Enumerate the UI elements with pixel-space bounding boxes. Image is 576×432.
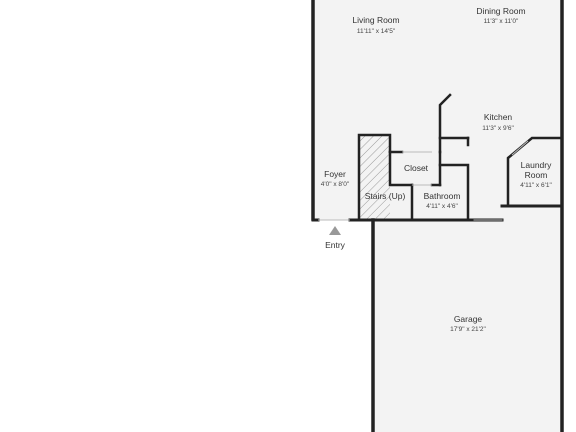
labels: Living Room 11'11" x 14'5" Dining Room 1… xyxy=(321,6,553,333)
doors xyxy=(318,140,529,221)
floor-areas xyxy=(313,0,562,432)
triangle-up-icon xyxy=(329,226,341,235)
kitchen-name: Kitchen xyxy=(484,112,513,122)
living-room-dims: 11'11" x 14'5" xyxy=(357,28,396,35)
laundry-room-name-line1: Laundry xyxy=(521,160,552,170)
garage-floor xyxy=(373,220,562,432)
wall-kitchen-partition xyxy=(438,93,452,154)
garage-dims: 17'9" x 21'2" xyxy=(450,326,486,333)
wall-bath-right xyxy=(438,163,470,221)
wall-stairs xyxy=(357,133,392,221)
laundry-room-name-line2: Room xyxy=(525,170,548,180)
bathroom-dims: 4'11" x 4'6" xyxy=(426,203,458,210)
dining-room-name: Dining Room xyxy=(476,6,525,16)
foyer-dims: 4'0" x 8'0" xyxy=(321,181,350,188)
laundry-door xyxy=(511,140,529,156)
bathroom-name: Bathroom xyxy=(424,191,461,201)
laundry-room-dims: 4'11" x 6'1" xyxy=(520,182,552,189)
closet-name: Closet xyxy=(404,163,429,173)
kitchen-dims: 11'3" x 9'6" xyxy=(482,125,514,132)
foyer-name: Foyer xyxy=(324,169,346,179)
living-room-name: Living Room xyxy=(352,15,399,25)
garage-name: Garage xyxy=(454,314,483,324)
wall-closet xyxy=(388,150,414,187)
stairs-hatch xyxy=(359,135,390,219)
house-floor xyxy=(313,0,562,220)
dining-room-dims: 11'3" x 11'0" xyxy=(484,18,519,25)
walls xyxy=(311,0,564,432)
entry-label: Entry xyxy=(325,240,346,250)
stairs-name: Stairs (Up) xyxy=(365,191,406,201)
